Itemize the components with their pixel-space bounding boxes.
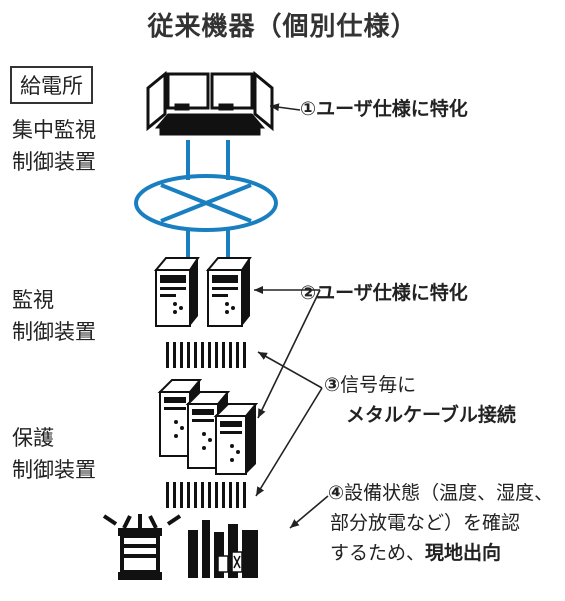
level-central-line1: 集中監視 [12,118,96,142]
callout-4-line3a: するため、 [330,542,426,564]
monitoring-server-icon [153,257,252,327]
callout-3: ③信号毎に メタルケーブル接続 [324,370,516,430]
callout-4-number: ④ [328,482,345,504]
transformer-icon [102,514,182,580]
callout-1: ①ユーザ仕様に特化 [300,94,468,124]
callout-arrows [254,103,329,529]
level-monitoring-line2: 制御装置 [12,320,96,344]
callout-3-number: ③ [324,374,341,396]
metal-cable-bundle-upper [166,342,246,368]
level-monitoring-label: 監視 制御装置 [12,284,96,348]
callout-4-line3b: 現地出向 [425,542,502,564]
site-label: 給電所 [10,66,93,104]
callout-1-text: ユーザ仕様に特化 [316,98,468,120]
arrow-3b [255,387,323,497]
switchgear-icon [188,520,258,578]
level-protection-line1: 保護 [12,426,54,450]
callout-4-line1: 設備状態（温度、湿度、 [344,482,554,504]
level-central-line2: 制御装置 [12,150,96,174]
workstation-icon [146,70,274,136]
callout-4-line2: 部分放電など）を確認 [330,512,521,534]
arrow-4 [289,495,329,529]
callout-2-number: ② [300,282,317,304]
callout-3-line1: 信号毎に [340,374,417,396]
metal-cable-bundle-lower [166,482,246,508]
level-protection-line2: 制御装置 [12,458,96,482]
callout-1-number: ① [300,98,317,120]
level-central-label: 集中監視 制御装置 [12,114,96,178]
callout-2: ②ユーザ仕様に特化 [300,278,468,308]
arrow-1 [269,103,301,112]
arrow-3a [257,351,323,389]
level-monitoring-line1: 監視 [12,288,54,312]
callout-4: ④設備状態（温度、湿度、 部分放電など）を確認 するため、現地出向 [328,478,553,568]
callout-3-line2: メタルケーブル接続 [346,404,516,426]
level-protection-label: 保護 制御装置 [12,422,96,486]
arrow-2b [257,289,321,419]
protection-cabinet-icon [157,379,259,475]
network-links [134,140,278,262]
callout-2-text: ユーザ仕様に特化 [316,282,468,304]
network-ring [134,174,278,232]
page-title: 従来機器（個別仕様） [147,12,418,42]
